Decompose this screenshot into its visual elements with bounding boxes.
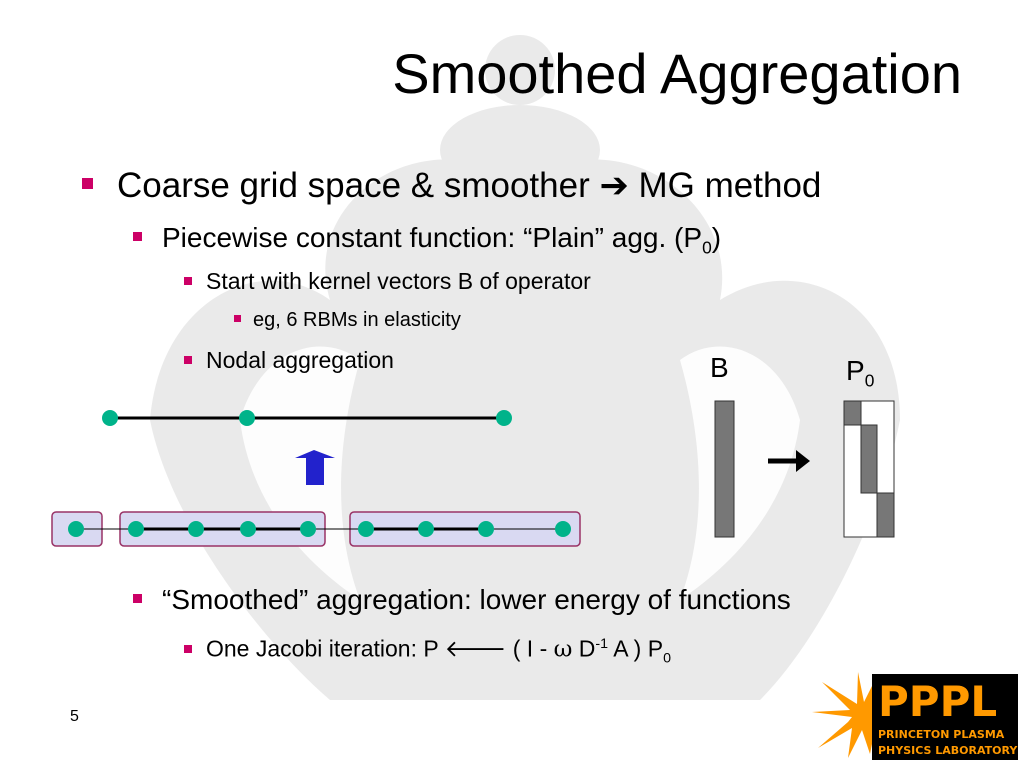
bullet-square-icon [133, 232, 142, 242]
coarse-node [496, 410, 512, 426]
formula-subscript: 0 [663, 650, 672, 667]
bullet-text-close: ) [711, 222, 722, 253]
bullet-text-rest: MG method [638, 166, 822, 205]
page-number: 5 [70, 708, 79, 725]
bullet-text: “Smoothed” aggregation: lower energy of … [162, 584, 791, 615]
left-arrow-icon: 🡐 [444, 635, 507, 662]
up-arrow-icon [295, 450, 335, 485]
formula-mid: ( I - [512, 635, 548, 662]
bullet-square-icon [184, 644, 192, 653]
p0-block [843, 400, 862, 426]
vector-b [714, 400, 735, 538]
arrow-head [796, 450, 810, 472]
fine-node [128, 521, 144, 537]
formula-superscript: -1 [595, 636, 609, 652]
bullet-piecewise-constant: Piecewise constant function: “Plain” agg… [133, 221, 721, 265]
slide-title: Smoothed Aggregation [392, 42, 962, 105]
coarse-node [102, 410, 118, 426]
label-p-text: P [846, 355, 865, 386]
bullet-text: Piecewise constant function: “Plain” agg… [162, 222, 703, 253]
fine-node [300, 521, 316, 537]
fine-node [68, 521, 84, 537]
bullet-coarse-grid: Coarse grid space & smoother ➔ MG method [82, 166, 821, 206]
fine-node [418, 521, 434, 537]
matrix-diagram [714, 400, 895, 538]
bullet-rbms: eg, 6 RBMs in elasticity [234, 308, 461, 332]
bullet-kernel-vectors: Start with kernel vectors B of operator [184, 267, 591, 295]
fine-node [555, 521, 571, 537]
bullet-text: Start with kernel vectors B of operator [206, 268, 591, 294]
starburst-icon [812, 672, 876, 758]
coarse-node [239, 410, 255, 426]
p0-block [876, 492, 895, 538]
fine-node [358, 521, 374, 537]
bullet-nodal-aggregation: Nodal aggregation [184, 346, 394, 374]
logo-background [872, 674, 1018, 760]
label-p0: P0 [846, 355, 874, 397]
bullet-text: eg, 6 RBMs in elasticity [253, 309, 461, 331]
bullet-square-icon [82, 178, 93, 190]
bullet-square-icon [234, 315, 241, 323]
bullet-smoothed-aggregation: “Smoothed” aggregation: lower energy of … [133, 583, 791, 617]
bullet-square-icon [133, 594, 142, 604]
fine-node [240, 521, 256, 537]
bullet-jacobi-iteration: One Jacobi iteration: P 🡐 ( I - ω D-1 A … [184, 630, 671, 672]
p0-block [860, 424, 878, 494]
bullet-square-icon [184, 276, 192, 285]
logo-line1: PRINCETON PLASMA [878, 728, 1005, 741]
formula-d: D [578, 635, 596, 662]
bullet-text: Nodal aggregation [206, 347, 394, 373]
logo-main-text: PPPL [878, 677, 997, 726]
formula-omega: ω [553, 636, 573, 663]
label-b: B [710, 352, 729, 383]
bullet-text: Coarse grid space & smoother [117, 166, 590, 205]
fine-node [478, 521, 494, 537]
subscript: 0 [702, 237, 712, 258]
formula-a: A ) P [613, 635, 664, 662]
fine-node [188, 521, 204, 537]
right-arrow-icon: ➔ [599, 166, 629, 205]
formula-pre: One Jacobi iteration: P [206, 635, 439, 662]
bullet-square-icon [184, 355, 192, 364]
label-p-sub: 0 [864, 370, 875, 391]
pppl-logo: PPPL PRINCETON PLASMA PHYSICS LABORATORY [812, 672, 1018, 760]
aggregation-diagram [51, 410, 581, 547]
logo-line2: PHYSICS LABORATORY [878, 744, 1018, 757]
